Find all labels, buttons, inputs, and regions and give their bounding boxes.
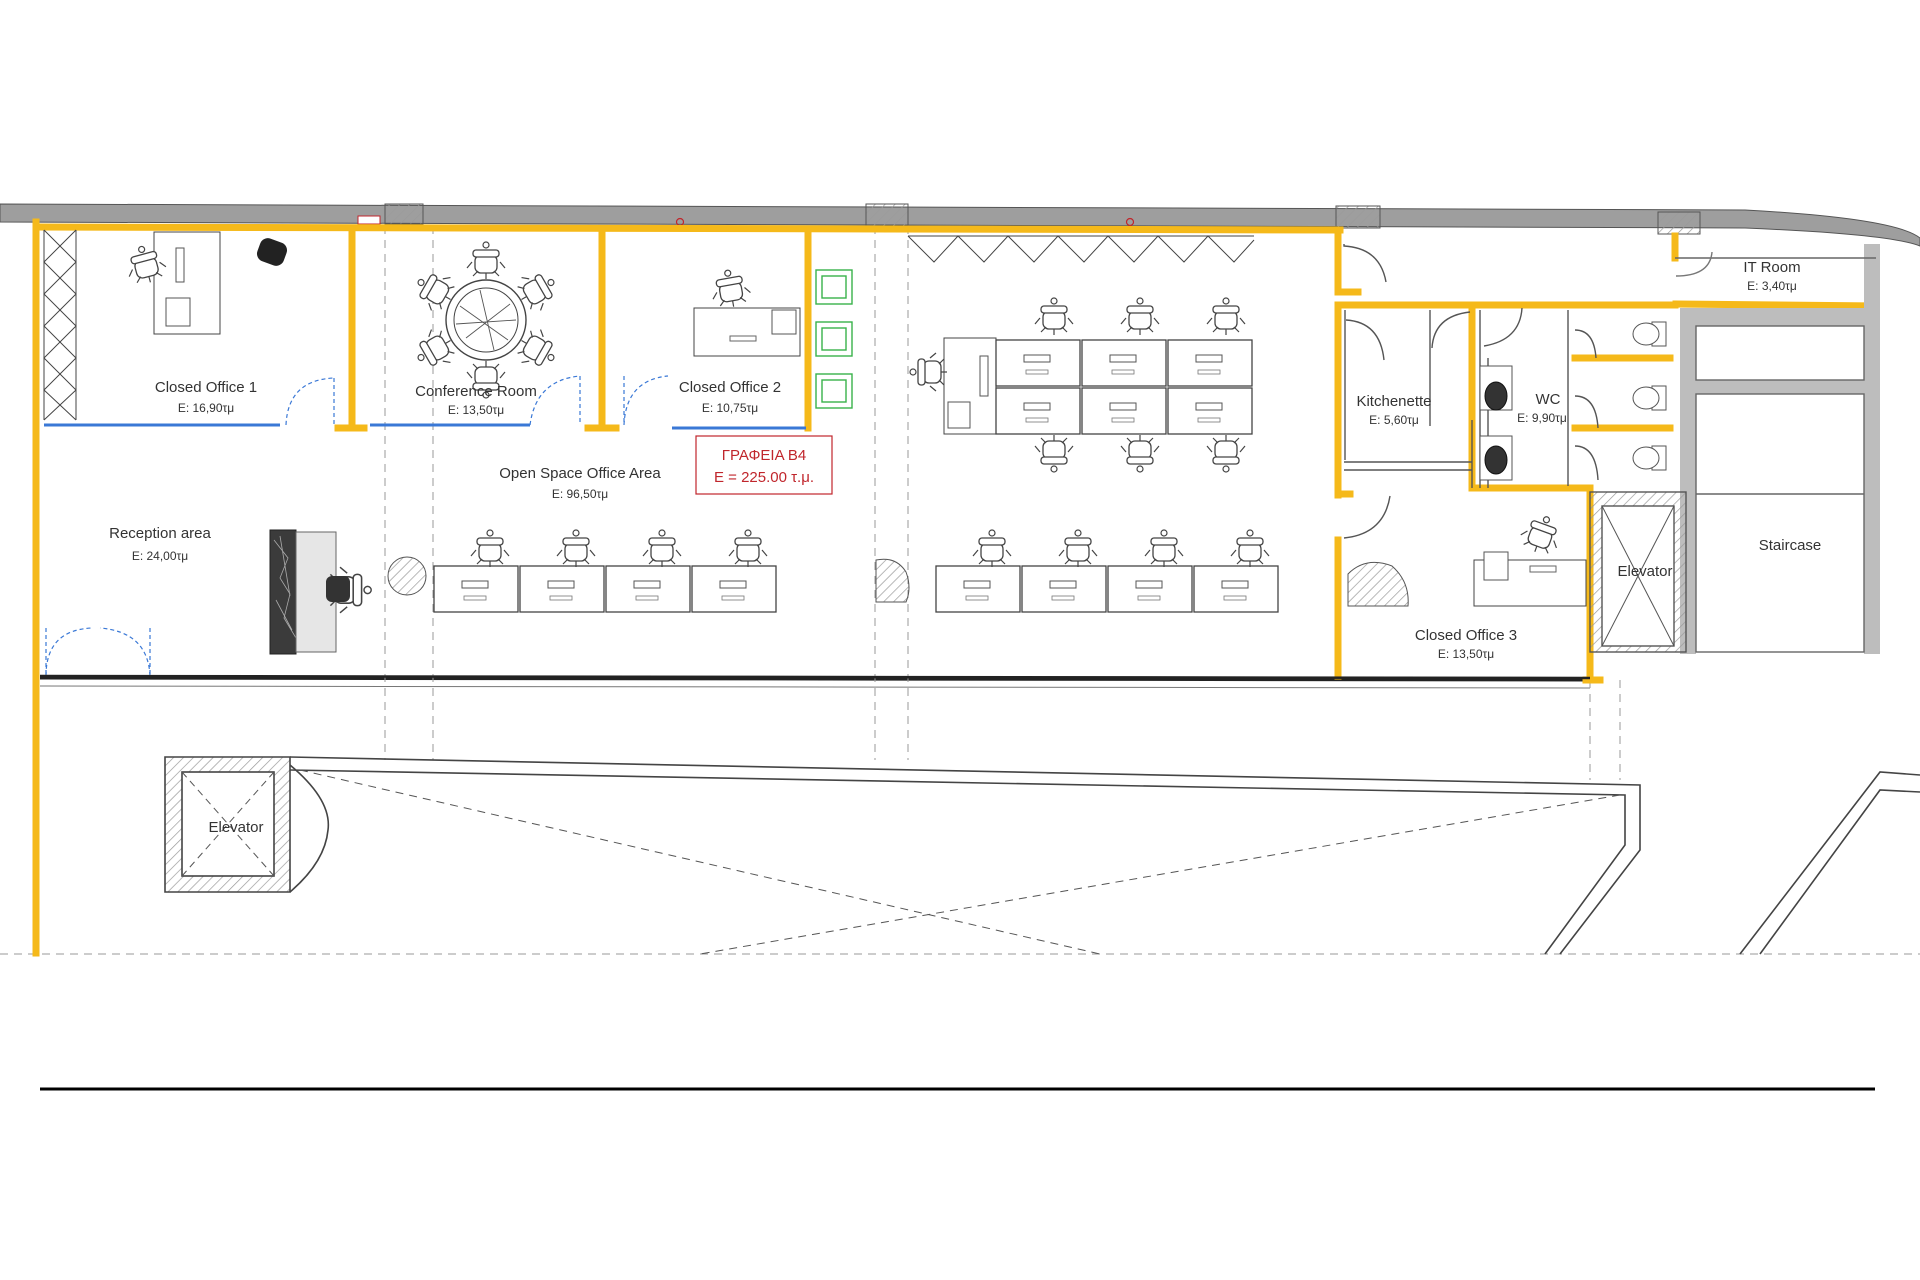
toilet-icon: [1632, 321, 1667, 347]
room-area-closed-office-1: E: 16,90τμ: [178, 401, 234, 415]
room-area-conference: E: 13,50τμ: [448, 403, 504, 417]
toilet-icon: [1632, 445, 1667, 471]
reception-desk-icon: [269, 529, 372, 655]
room-name-conference: Conference Room: [415, 383, 537, 400]
partition-walls: [32, 218, 1880, 957]
area-stamp: ΓΡΑΦΕΙΑ Β4 E = 225.00 τ.μ.: [695, 435, 833, 495]
room-area-it-room: E: 3,40τμ: [1747, 279, 1797, 293]
stamp-area: E = 225.00 τ.μ.: [714, 469, 814, 486]
room-area-reception: E: 24,00τμ: [132, 549, 188, 563]
room-name-closed-office-1: Closed Office 1: [155, 379, 257, 396]
sink-icon: [1479, 435, 1513, 481]
room-name-it-room: IT Room: [1743, 259, 1800, 276]
door-swing-icon: [45, 375, 669, 677]
workstation-cluster-top: [909, 297, 1253, 473]
room-name-wc: WC: [1536, 391, 1561, 408]
office-2-furniture: [693, 266, 853, 409]
room-name-closed-office-3: Closed Office 3: [1415, 627, 1517, 644]
room-name-elevator-lower: Elevator: [208, 819, 263, 836]
office-3-furniture: [1473, 509, 1587, 607]
north-window-screen: [907, 235, 1255, 263]
toilet-icon: [1632, 385, 1667, 411]
room-name-reception: Reception area: [109, 525, 211, 542]
lounge-chair-icon: [256, 238, 288, 266]
room-name-kitchenette: Kitchenette: [1356, 393, 1431, 410]
room-area-closed-office-3: E: 13,50τμ: [1438, 647, 1494, 661]
lower-structure: [40, 756, 1920, 1091]
room-area-closed-office-2: E: 10,75τμ: [702, 401, 758, 415]
workstation-row-right: [935, 529, 1279, 613]
sink-icon: [1479, 365, 1513, 411]
wc-fixtures: [1479, 321, 1667, 481]
room-name-staircase: Staircase: [1759, 537, 1822, 554]
office-1-furniture: [121, 231, 288, 335]
column-icon: [387, 556, 1409, 607]
room-labels: Closed Office 1 E: 16,90τμ Conference Ro…: [109, 259, 1821, 836]
room-name-open-space: Open Space Office Area: [499, 465, 661, 482]
room-area-wc: E: 9,90τμ: [1517, 411, 1567, 425]
room-name-closed-office-2: Closed Office 2: [679, 379, 781, 396]
facade-screen: [43, 229, 77, 421]
room-name-elevator-main: Elevator: [1617, 563, 1672, 580]
workstation-row-left: [433, 529, 777, 613]
building-shell: [0, 203, 1920, 955]
glass-partitions: [44, 423, 806, 430]
stamp-title: ΓΡΑΦΕΙΑ Β4: [722, 447, 807, 464]
service-core: [1589, 244, 1880, 654]
room-area-open-space: E: 96,50τμ: [552, 487, 608, 501]
room-area-kitchenette: E: 5,60τμ: [1369, 413, 1419, 427]
round-table-icon: [408, 241, 564, 399]
